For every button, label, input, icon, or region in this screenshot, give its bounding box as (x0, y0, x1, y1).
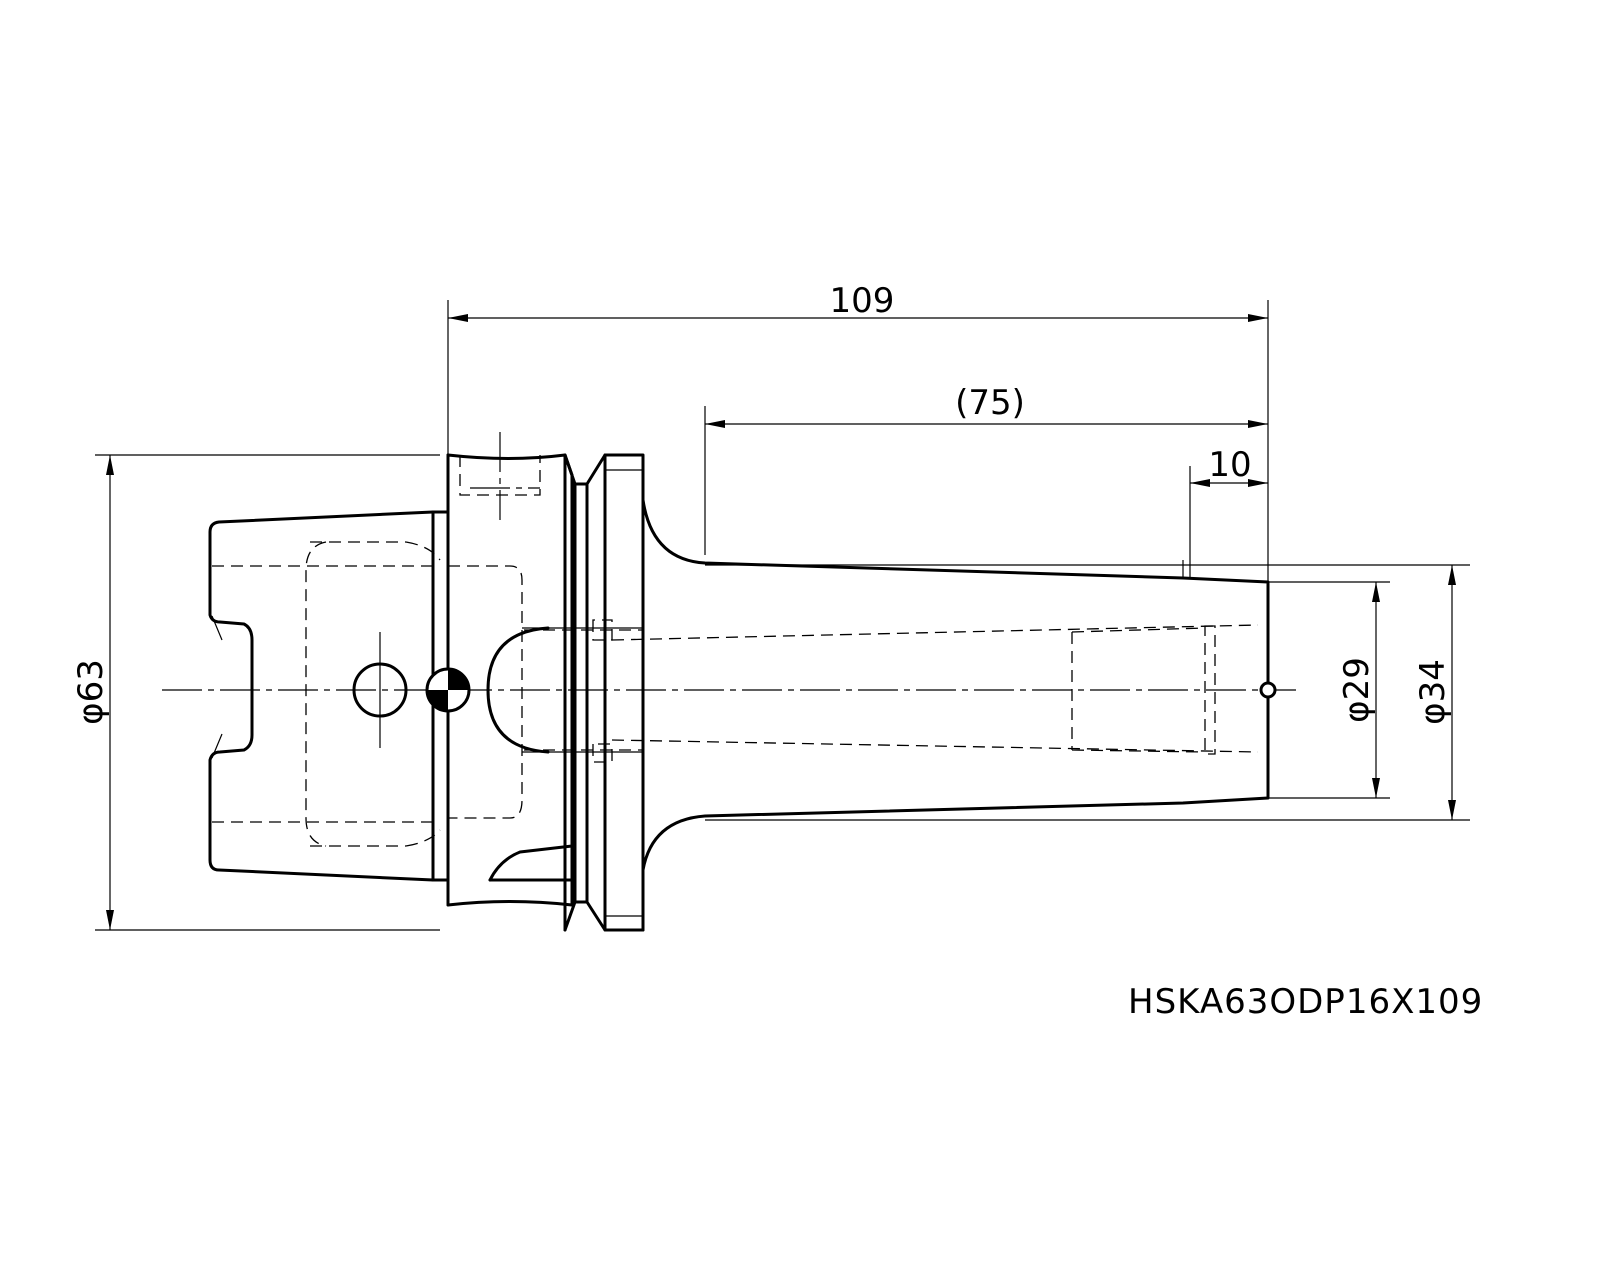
side-hole (352, 632, 408, 748)
dimension-109-label: 109 (830, 281, 895, 321)
dimension-phi63: φ63 (71, 454, 440, 931)
dimension-phi29: φ29 (1268, 581, 1390, 799)
dimension-10: 10 (1189, 445, 1268, 578)
extension-body (611, 498, 1270, 872)
hsk-shank (208, 510, 450, 882)
dimension-phi34: φ34 (705, 564, 1470, 821)
dimension-phi63-label: φ63 (71, 659, 111, 725)
dimension-75: (75) (704, 383, 1268, 555)
dimension-109: 109 (447, 281, 1269, 582)
part-number-label: HSKA63ODP16X109 (1128, 982, 1483, 1022)
flange (446, 432, 645, 932)
dimension-phi29-label: φ29 (1337, 657, 1377, 723)
dimension-phi34-label: φ34 (1413, 659, 1453, 725)
dimension-10-label: 10 (1208, 445, 1251, 485)
dimension-75-label: (75) (955, 383, 1025, 423)
datum-point-symbol (1259, 681, 1277, 699)
center-of-gravity-symbol (425, 667, 471, 713)
